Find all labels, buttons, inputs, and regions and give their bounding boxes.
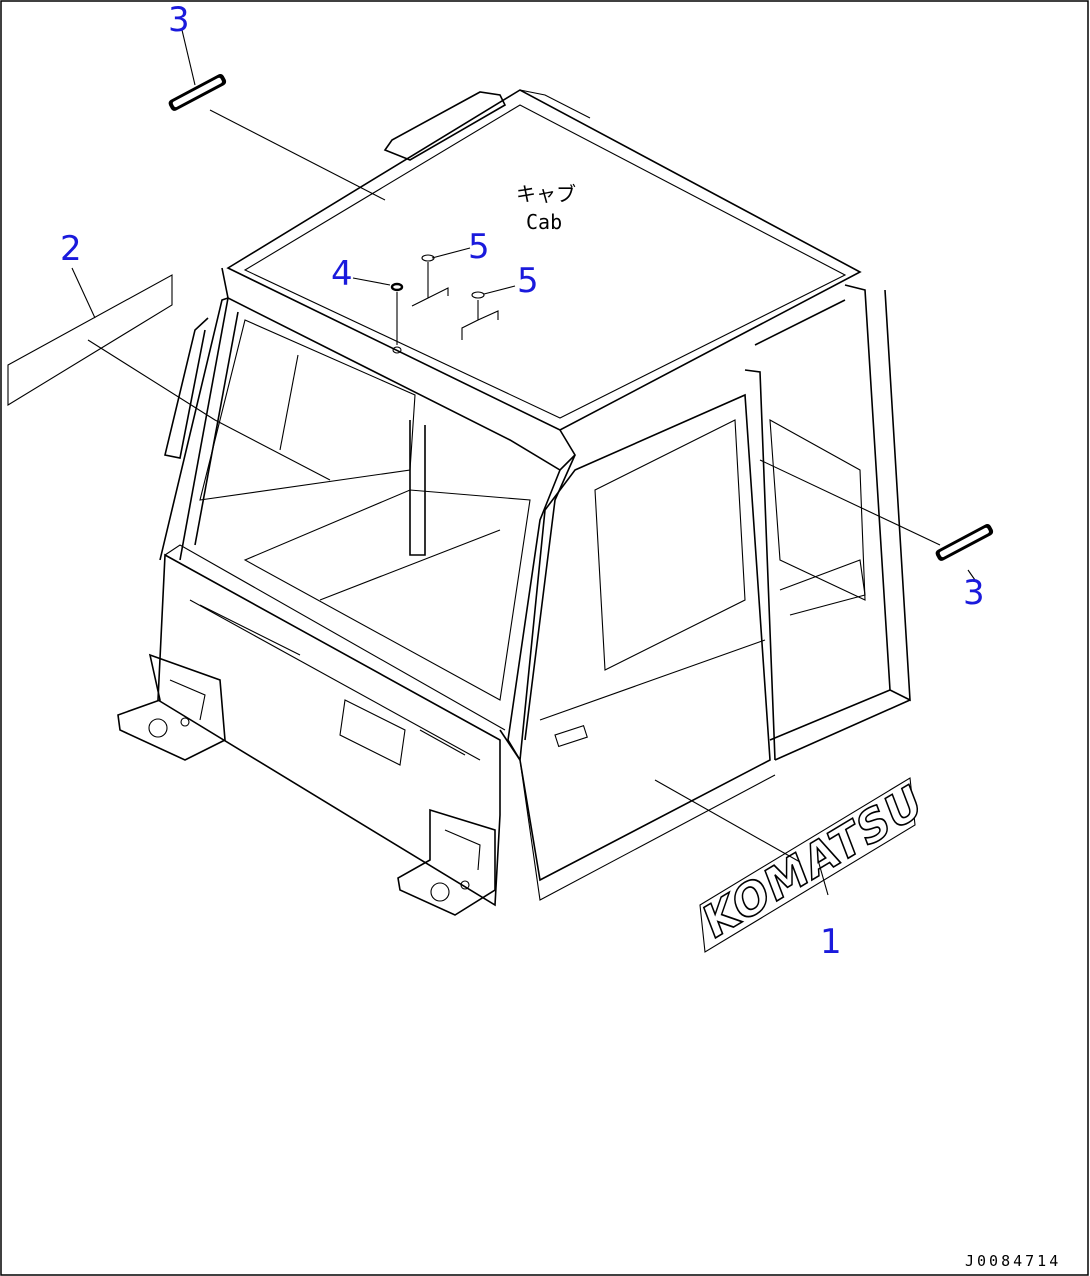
callout-2: 2 [60, 229, 82, 269]
callout-3-right: 3 [963, 573, 985, 613]
cab-drawing [117, 89, 911, 916]
callout-5-lower: 5 [517, 261, 539, 301]
mount-right [397, 808, 496, 916]
brand-decal-text: KOMATSU [698, 774, 929, 950]
cab-label-jp: キャブ [516, 182, 576, 206]
brand-decal: KOMATSU [697, 774, 930, 953]
part-5a-fastener [411, 254, 449, 307]
callout-5-upper: 5 [468, 227, 490, 267]
cab-label-en: Cab [526, 210, 562, 234]
callout-3-top: 3 [168, 0, 190, 40]
badge-decal-top [168, 74, 227, 111]
part-4-cap [390, 282, 404, 354]
mount-left [117, 653, 226, 761]
badge-decal-right [935, 524, 994, 561]
leader-lines [71, 29, 976, 896]
decal-sheet [7, 274, 173, 406]
callout-1: 1 [820, 922, 842, 962]
part-5b-fastener [461, 291, 499, 340]
callout-4: 4 [331, 254, 353, 294]
reference-code: J0084714 [965, 1252, 1061, 1270]
